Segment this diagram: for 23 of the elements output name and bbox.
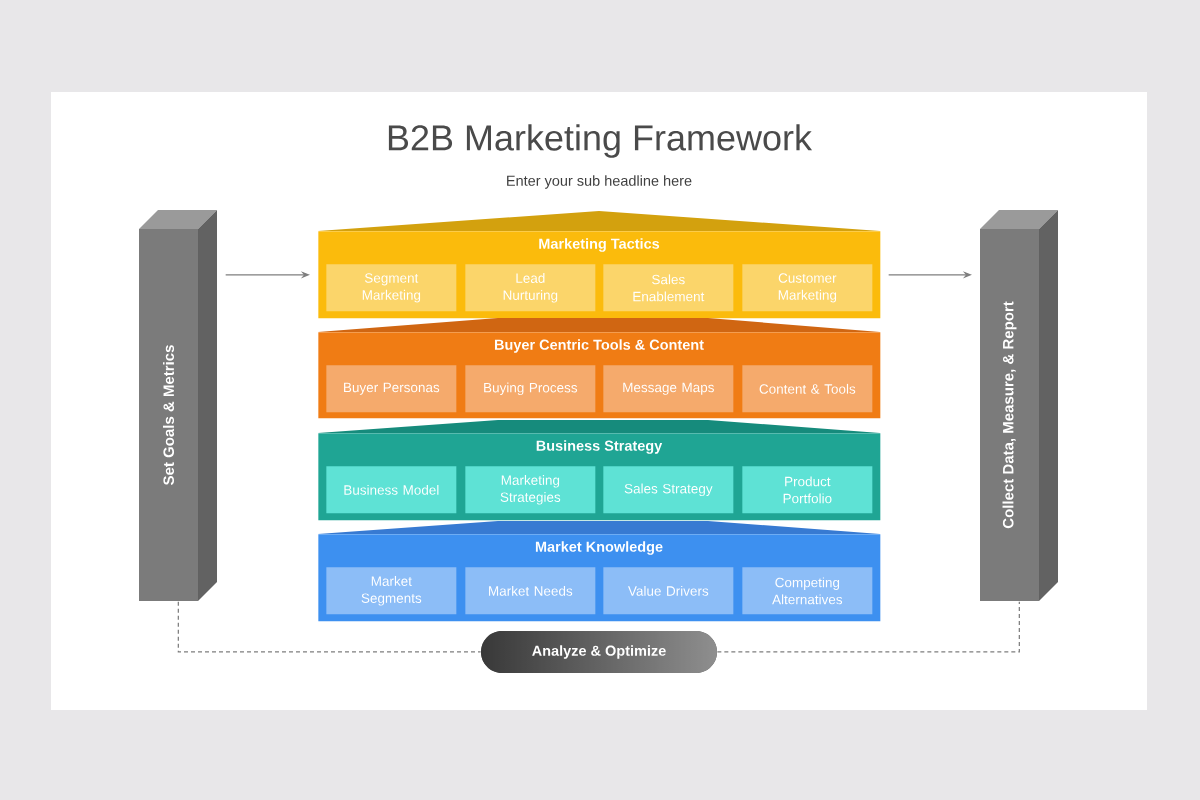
title: B2B Marketing Framework [388, 124, 813, 158]
pillar: Collect Data, Measure, & Report [980, 210, 1058, 601]
topic-box: Buyer Personas [326, 365, 457, 413]
connector-line [177, 601, 482, 653]
topic-box: Market Needs [465, 567, 596, 615]
topic-box: Sales Strategy [603, 466, 734, 514]
subtitle: Enter your sub headline here [507, 175, 692, 189]
pillar: Set Goals & Metrics [139, 210, 217, 601]
topic-box: Content & Tools [742, 365, 873, 413]
topic-box: Buying Process [465, 365, 596, 413]
topic-box: Message Maps [603, 365, 734, 413]
topic-box: Marketing Strategies [465, 466, 596, 514]
topic-box: Market Segments [326, 567, 457, 615]
topic-box: Product Portfolio [742, 466, 873, 514]
topic-box: Segment Marketing [326, 264, 457, 312]
topic-box: Customer Marketing [742, 264, 873, 312]
topic-box: Business Model [326, 466, 457, 514]
process-pill: Analyze & Optimize [481, 631, 717, 673]
connector-line [716, 601, 1020, 653]
topic-box: Competing Alternatives [742, 567, 873, 615]
topic-box: Sales Enablement [603, 264, 734, 312]
topic-box: Lead Nurturing [465, 264, 596, 312]
topic-box: Value Drivers [603, 567, 734, 615]
